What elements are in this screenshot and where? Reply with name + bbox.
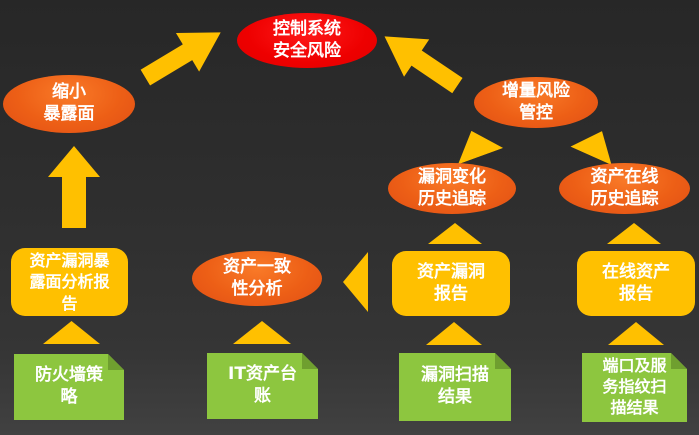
triangle-vulnchange-to-incremental-icon bbox=[449, 123, 504, 165]
node-incremental-risk-control-label: 增量风险 管控 bbox=[502, 80, 570, 123]
node-asset-vuln-report: 资产漏洞 报告 bbox=[392, 251, 510, 316]
triangle-firewall-to-report-icon bbox=[43, 321, 100, 344]
triangle-onlinereport-to-assetonline-icon bbox=[607, 223, 661, 244]
node-incremental-risk-control: 增量风险 管控 bbox=[474, 77, 598, 128]
node-control-system-risk: 控制系统 安全风险 bbox=[237, 13, 377, 68]
node-vuln-change-tracking: 漏洞变化 历史追踪 bbox=[388, 163, 516, 214]
arrow-incremental-to-risk-icon bbox=[371, 16, 472, 107]
arrow-report-to-shrink-icon bbox=[48, 146, 100, 228]
node-asset-vuln-exposure-report: 资产漏洞暴 露面分析报 告 bbox=[11, 248, 128, 316]
triangle-vulnscan-to-vulnreport-icon bbox=[426, 322, 482, 345]
node-asset-vuln-report-label: 资产漏洞 报告 bbox=[417, 261, 485, 304]
node-port-service-scan-result-label: 端口及服 务指纹扫 描结果 bbox=[602, 356, 667, 417]
node-control-system-risk-label: 控制系统 安全风险 bbox=[273, 18, 341, 61]
triangle-assetonline-to-incremental-icon bbox=[570, 122, 622, 165]
folded-corner-icon bbox=[302, 353, 318, 369]
triangle-vulnreport-to-vulnchange-icon bbox=[428, 223, 482, 244]
node-asset-consistency-analysis: 资产一致 性分析 bbox=[192, 251, 322, 306]
triangle-itasset-to-consistency-icon bbox=[233, 321, 291, 344]
node-it-asset-ledger-label: IT资产台 账 bbox=[228, 364, 297, 406]
triangle-portscan-to-onlinereport-icon bbox=[608, 322, 664, 345]
folded-corner-icon bbox=[671, 353, 687, 369]
folded-corner-icon bbox=[495, 353, 511, 369]
node-shrink-exposure: 缩小 暴露面 bbox=[3, 75, 135, 133]
node-vuln-scan-result-label: 漏洞扫描 结果 bbox=[421, 365, 489, 407]
triangle-vulnreport-to-consistency-icon bbox=[343, 252, 368, 312]
node-online-asset-report-label: 在线资产 报告 bbox=[602, 261, 670, 304]
node-it-asset-ledger: IT资产台 账 bbox=[207, 353, 318, 419]
node-asset-online-tracking-label: 资产在线 历史追踪 bbox=[590, 166, 659, 209]
node-asset-vuln-exposure-report-label: 资产漏洞暴 露面分析报 告 bbox=[29, 250, 110, 313]
node-asset-online-tracking: 资产在线 历史追踪 bbox=[559, 163, 690, 214]
node-firewall-policy: 防火墙策 略 bbox=[14, 354, 124, 420]
node-port-service-scan-result: 端口及服 务指纹扫 描结果 bbox=[582, 353, 687, 422]
node-vuln-scan-result: 漏洞扫描 结果 bbox=[399, 353, 511, 421]
node-asset-consistency-analysis-label: 资产一致 性分析 bbox=[223, 256, 291, 299]
node-shrink-exposure-label: 缩小 暴露面 bbox=[43, 82, 95, 124]
arrow-shrink-to-risk-icon bbox=[132, 11, 233, 99]
node-vuln-change-tracking-label: 漏洞变化 历史追踪 bbox=[418, 166, 486, 209]
folded-corner-icon bbox=[108, 354, 124, 370]
node-online-asset-report: 在线资产 报告 bbox=[577, 251, 695, 316]
node-firewall-policy-label: 防火墙策 略 bbox=[35, 365, 103, 407]
